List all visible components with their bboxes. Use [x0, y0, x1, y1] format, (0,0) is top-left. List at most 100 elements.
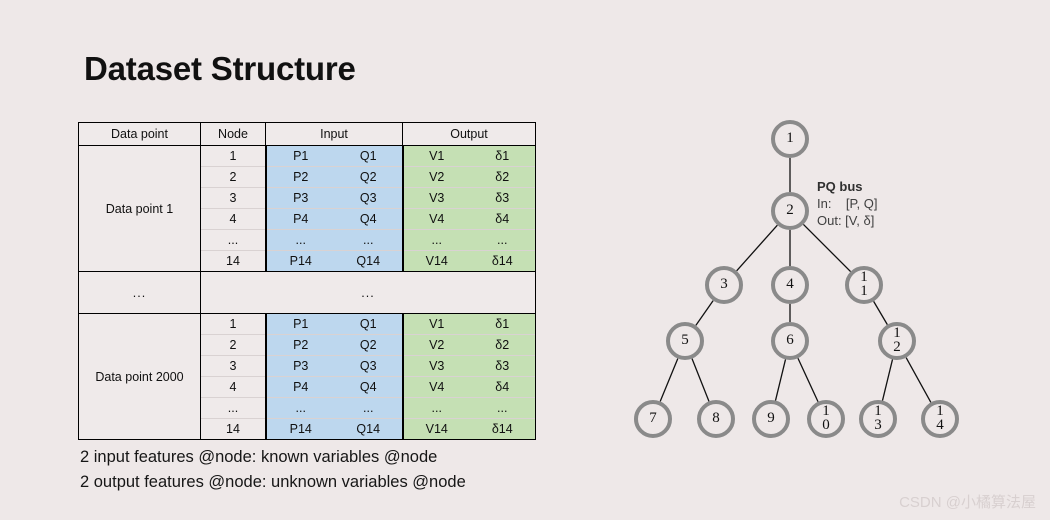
tree-node-8[interactable]: 8	[697, 400, 735, 438]
header-data-point: Data point	[78, 122, 201, 146]
tree-node-label: 6	[786, 332, 794, 349]
tree-node-9[interactable]: 9	[752, 400, 790, 438]
tree-node-label: 7	[649, 410, 657, 427]
tree-edge	[881, 359, 894, 401]
tree-edge	[695, 300, 714, 326]
tree-edge	[736, 224, 778, 272]
tree-node-label: 3	[720, 276, 728, 293]
list-item: ......	[267, 230, 402, 251]
pq-bus-annotation: PQ bus In: [P, Q] Out: [V, δ]	[817, 178, 877, 229]
tree-node-label: 8	[712, 410, 720, 427]
list-item: 2	[201, 167, 265, 188]
tree-node-6[interactable]: 6	[771, 322, 809, 360]
tree-node-4[interactable]: 4	[771, 266, 809, 304]
list-item: ......	[404, 398, 535, 419]
tree-edges	[659, 158, 932, 403]
tree-node-5[interactable]: 5	[666, 322, 704, 360]
tree-edge	[905, 357, 932, 403]
node-column-block-1: 1 2 3 4 ... 14	[200, 313, 266, 440]
list-item: 4	[201, 377, 265, 398]
page-title: Dataset Structure	[84, 50, 356, 87]
tree-node-label: 2	[786, 202, 794, 219]
tree-node-7[interactable]: 7	[634, 400, 672, 438]
pq-bus-out-line: Out: [V, δ]	[817, 213, 875, 229]
tree-edge	[802, 223, 852, 273]
tree-node-3[interactable]: 3	[705, 266, 743, 304]
list-item: 14	[201, 251, 265, 271]
separator-left: ...	[78, 271, 201, 314]
tree-edge	[691, 358, 710, 402]
table-separator-row: ... ...	[78, 271, 536, 314]
tree-node-label: 5	[681, 332, 689, 349]
list-item: 1	[201, 314, 265, 335]
tree-node-label: 4	[786, 276, 794, 293]
caption-output-features: 2 output features @node: unknown variabl…	[80, 473, 466, 491]
node-column-block-0: 1 2 3 4 ... 14	[200, 145, 266, 272]
list-item: 2	[201, 335, 265, 356]
dataset-structure-table: Data point Node Input Output Data point …	[78, 122, 536, 440]
list-item: 1	[201, 146, 265, 167]
tree-edge	[659, 358, 679, 402]
tree-edge	[873, 301, 888, 325]
table-header-row: Data point Node Input Output	[78, 122, 536, 146]
tree-edge	[797, 357, 819, 403]
caption-input-features: 2 input features @node: known variables …	[80, 448, 438, 466]
pq-bus-in-line: In: [P, Q]	[817, 196, 878, 212]
list-item: 3	[201, 188, 265, 209]
watermark: CSDN @小橘算法屋	[899, 494, 1036, 511]
header-node: Node	[200, 122, 266, 146]
tree-node-label: 9	[767, 410, 775, 427]
list-item: 14	[201, 419, 265, 439]
list-item: ......	[267, 398, 402, 419]
separator-right: ...	[200, 271, 536, 314]
tree-edge	[774, 359, 787, 401]
list-item: ...	[201, 398, 265, 419]
list-item: 4	[201, 209, 265, 230]
list-item: 3	[201, 356, 265, 377]
data-point-label: Data point 1	[78, 145, 201, 272]
tree-node-1[interactable]: 1	[771, 120, 809, 158]
data-point-label: Data point 2000	[78, 313, 201, 440]
tree-node-label: 1	[786, 130, 794, 147]
header-input: Input	[265, 122, 403, 146]
list-item: ......	[404, 230, 535, 251]
pq-bus-title: PQ bus	[817, 179, 863, 194]
tree-node-2[interactable]: 2	[771, 192, 809, 230]
